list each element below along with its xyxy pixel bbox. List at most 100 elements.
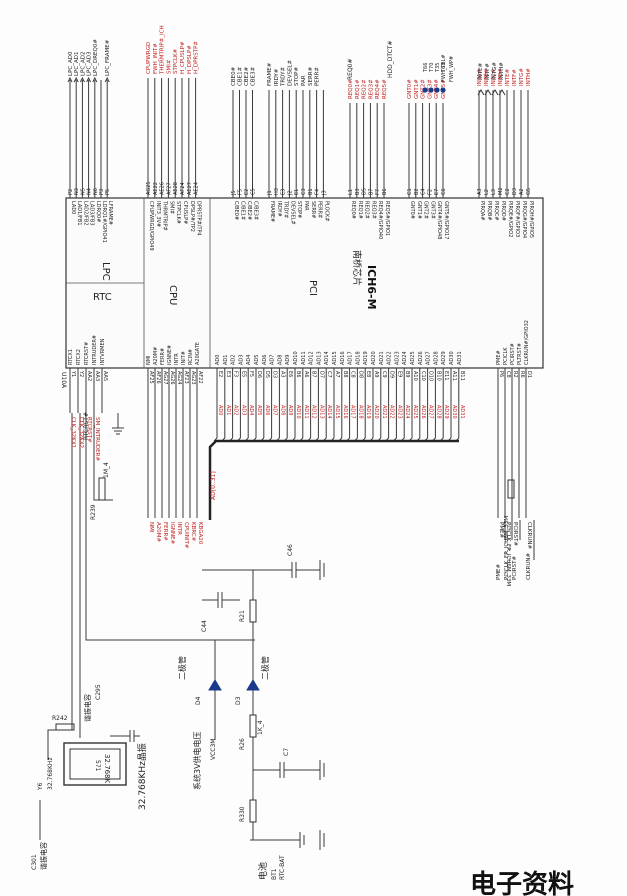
pin-name: GNT4#/GPIO48	[436, 201, 442, 239]
net-label: INTE#	[478, 62, 484, 80]
pin-number: F5	[238, 189, 244, 195]
pin-name: AD12	[309, 351, 315, 365]
pin-name: REQ0#	[350, 201, 356, 219]
pin-name: AD14	[324, 351, 330, 365]
pin-number: N4	[87, 188, 93, 195]
net-label: INTD#	[498, 68, 504, 86]
net-label: FWH_WP#	[449, 56, 455, 82]
components	[39, 87, 515, 850]
pin-number: AG26	[169, 371, 175, 385]
pin-number: B7	[311, 371, 317, 378]
pin-name: GNT3#	[429, 201, 435, 219]
net-label: AD18	[357, 405, 363, 419]
net-label: PME#	[498, 522, 504, 539]
c44-cap	[202, 592, 240, 608]
net-label: AD19	[365, 405, 371, 419]
net-label: NMI	[148, 522, 154, 533]
pin-number: E1	[294, 189, 300, 195]
pin-name: AD17	[348, 351, 354, 365]
bus-arrow	[86, 76, 92, 83]
pin-number: AG23	[190, 371, 196, 385]
net-label: PME#	[496, 563, 502, 580]
crystal-code: 571	[94, 760, 101, 772]
pin-name: INTRUDER#	[92, 335, 98, 365]
net-label: H_CPUSLP#	[180, 41, 186, 74]
bus-arrow	[67, 76, 73, 83]
pin-name: LAD3/FB3	[89, 201, 95, 226]
net-label: AD15	[334, 405, 340, 419]
pin-number: F3	[233, 371, 239, 377]
crystal-ref: Y6	[37, 782, 44, 791]
pin-number: AE24	[194, 182, 200, 195]
bus-arrow	[104, 76, 110, 83]
pin-name: REQ4#/GPIO40	[377, 201, 383, 239]
pin-number: C10	[420, 371, 426, 381]
net-label: CLKRUN#	[526, 522, 532, 549]
net-label: INTC#	[491, 68, 497, 86]
pin-name: AD29	[441, 351, 447, 365]
ground-symbol	[319, 760, 325, 780]
pin-number: E3	[281, 189, 287, 195]
crystal-freq: 32.768KHz	[47, 757, 54, 790]
pin-number: E7	[434, 189, 440, 195]
net-label: H_DPRSTP#	[194, 41, 200, 74]
pci-section-label: PCI	[307, 280, 318, 296]
pin-name: GNT0#	[409, 201, 415, 219]
pin-number: A3	[477, 188, 483, 195]
pin-number: E9	[396, 371, 402, 377]
rtcrst-wire	[85, 413, 255, 641]
c301-ref: C301	[31, 854, 38, 870]
test-point-label: T70	[429, 63, 435, 73]
net-label: AD23	[396, 405, 402, 419]
bus-arrow	[498, 89, 506, 96]
pin-number: E8	[365, 371, 371, 377]
pin-name: PIRQA#	[479, 201, 485, 221]
pin-number: AG25	[146, 181, 152, 195]
net-label: A20M#	[155, 522, 161, 543]
pin-number: AA3	[94, 371, 100, 381]
pin-name: PIRQH#/GPIO5	[528, 201, 534, 238]
battery-symbol	[250, 832, 305, 848]
net-label: AD9	[287, 405, 293, 415]
net-label: AD20	[373, 405, 379, 419]
net-wire	[504, 500, 535, 560]
net-label: AD14	[326, 405, 332, 419]
pin-number: Y2	[78, 370, 84, 377]
pin-number: D8	[357, 371, 363, 378]
pin-number: H3	[274, 188, 280, 195]
pin-number: C1	[407, 188, 413, 195]
pin-name: AD15	[332, 351, 338, 365]
pin-name: LDRQ1#/GPIO41	[101, 201, 107, 243]
pin-name: AD11	[301, 351, 307, 365]
pin-name: DPRSTP#/TP4	[196, 201, 202, 236]
net-label: INTH#	[526, 68, 532, 86]
pin-name: C/BE1#	[240, 201, 246, 220]
test-point	[428, 87, 434, 93]
net-label: FWH_INIT#	[153, 43, 159, 74]
ground-symbol	[319, 830, 325, 850]
pin-name: THRMTRIP#	[162, 200, 168, 231]
r239-value: 1M_4	[103, 462, 110, 478]
net-label: AD3	[240, 405, 246, 415]
pin-number: A6	[303, 371, 309, 378]
pin-number: AG24	[176, 371, 182, 385]
pin-number: F7	[375, 189, 381, 195]
pin-name: SERR#	[310, 201, 316, 218]
pin-number: AE26	[160, 182, 166, 195]
wires	[47, 76, 535, 840]
pin-number: C2	[505, 188, 511, 195]
pin-name: PAR	[303, 201, 309, 211]
bus-arrow	[491, 89, 499, 96]
net-label: AD28	[435, 405, 441, 419]
c44-ref: C44	[201, 620, 208, 632]
battery-net: RTC-BAT	[279, 855, 286, 880]
pin-number: B8	[342, 371, 348, 378]
net-label: INTR	[176, 522, 182, 535]
pin-name: AD4	[246, 355, 252, 365]
r239-resistor	[98, 477, 106, 501]
pin-number: A7	[334, 371, 340, 378]
net-label: AD12	[311, 405, 317, 419]
pin-name: AD21	[379, 351, 385, 365]
pin-number: B9	[404, 371, 410, 378]
